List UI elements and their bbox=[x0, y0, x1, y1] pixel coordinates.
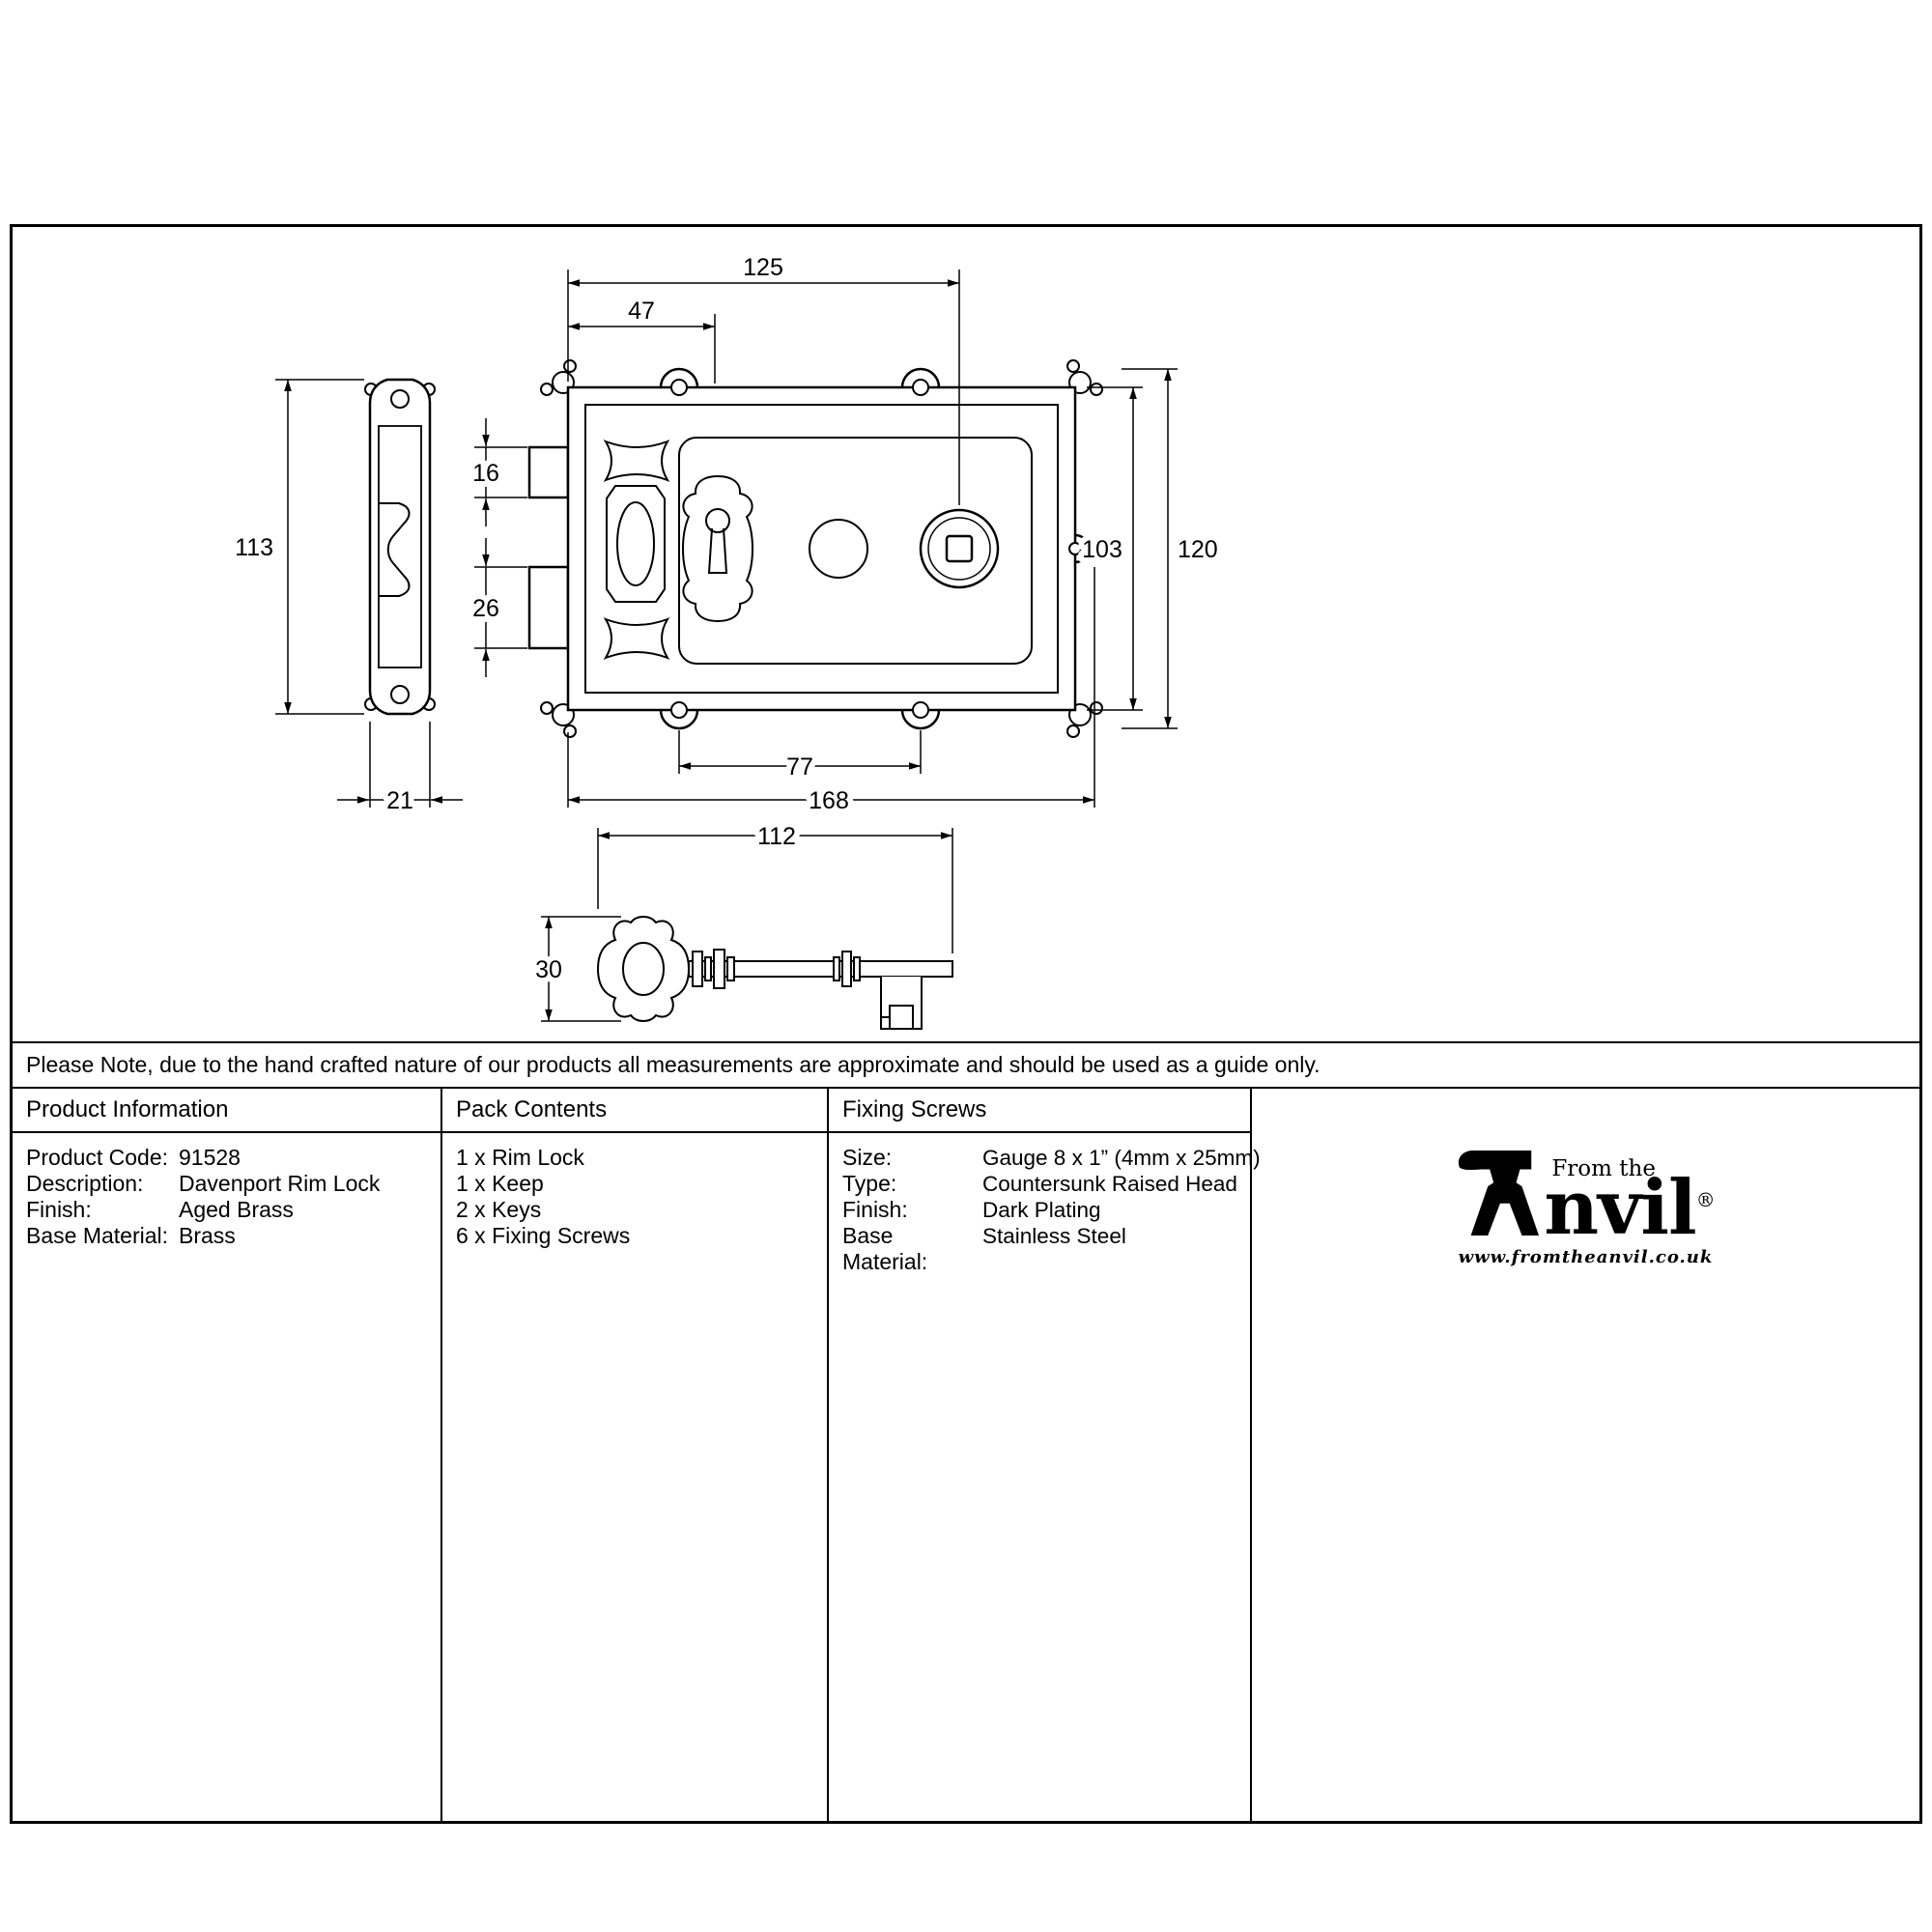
from-the-text: From the bbox=[1551, 1156, 1656, 1182]
table-row: Type: Countersunk Raised Head bbox=[842, 1171, 1237, 1197]
table-row: Size: Gauge 8 x 1” (4mm x 25mm) bbox=[842, 1145, 1261, 1171]
pack-item: 6 x Fixing Screws bbox=[456, 1223, 631, 1248]
pack-contents-header: Pack Contents bbox=[442, 1089, 827, 1133]
pack-item: 1 x Rim Lock bbox=[456, 1145, 584, 1170]
note-text: Please Note, due to the hand crafted nat… bbox=[26, 1052, 1321, 1077]
brand-logo: From the nvil® bbox=[1456, 1145, 1716, 1253]
key-collars bbox=[692, 949, 861, 989]
row-value: Gauge 8 x 1” (4mm x 25mm) bbox=[982, 1146, 1261, 1170]
table-row: Description: Davenport Rim Lock bbox=[26, 1171, 427, 1197]
row-label: Product Code: bbox=[26, 1145, 169, 1170]
key-bow bbox=[596, 916, 691, 1022]
spindle-boss bbox=[919, 508, 1000, 589]
dim-120: 120 bbox=[1178, 536, 1218, 563]
row-value: Countersunk Raised Head bbox=[982, 1172, 1237, 1196]
dimension-labels: 125 47 16 26 113 21 103 120 77 168 112 3… bbox=[229, 248, 1224, 989]
fixing-screws-header: Fixing Screws bbox=[829, 1089, 1250, 1133]
ornament-column bbox=[603, 440, 670, 660]
dim-103: 103 bbox=[1082, 536, 1122, 563]
row-value: Stainless Steel bbox=[982, 1224, 1126, 1248]
latch-bolt-large bbox=[527, 565, 570, 650]
row-label: Base Material: bbox=[842, 1223, 928, 1274]
table-row: Finish: Aged Brass bbox=[26, 1197, 427, 1223]
fixing-screws-column: Fixing Screws Size: Gauge 8 x 1” (4mm x … bbox=[829, 1089, 1261, 1821]
dim-113: 113 bbox=[235, 534, 273, 561]
row-label: Finish: bbox=[842, 1197, 908, 1222]
key-view bbox=[596, 916, 953, 1030]
product-information-column: Product Information Product Code: 91528 … bbox=[13, 1089, 442, 1821]
keep-view bbox=[364, 378, 436, 716]
table-row: Finish: Dark Plating bbox=[842, 1197, 1236, 1223]
table-row: Base Material: Brass bbox=[26, 1223, 427, 1249]
pack-item: 1 x Keep bbox=[456, 1171, 544, 1196]
spindle-square-hole bbox=[945, 534, 974, 563]
latch-bolt-small bbox=[527, 445, 570, 499]
row-value: Davenport Rim Lock bbox=[179, 1171, 381, 1196]
row-label: Size: bbox=[842, 1145, 893, 1170]
key-shaft bbox=[688, 960, 953, 978]
product-information-header: Product Information bbox=[13, 1089, 440, 1133]
dim-77: 77 bbox=[786, 753, 813, 781]
brand-name-text: nvil® bbox=[1544, 1164, 1716, 1253]
product-information-body: Product Code: 91528 Description: Davenpo… bbox=[13, 1133, 440, 1261]
row-value: Brass bbox=[179, 1223, 236, 1248]
dim-112: 112 bbox=[757, 823, 796, 850]
anvil-a-icon bbox=[1459, 1150, 1540, 1236]
dimension-annotations bbox=[275, 270, 1178, 1022]
technical-drawing: 125 47 16 26 113 21 103 120 77 168 112 3… bbox=[229, 248, 1224, 1030]
datasheet-frame: 125 47 16 26 113 21 103 120 77 168 112 3… bbox=[10, 224, 1922, 1824]
pack-item: 2 x Keys bbox=[456, 1197, 542, 1222]
dim-125: 125 bbox=[743, 254, 783, 281]
row-label: Description: bbox=[26, 1171, 144, 1196]
pack-contents-body: 1 x Rim Lock 1 x Keep 2 x Keys 6 x Fixin… bbox=[442, 1133, 827, 1261]
row-label: Finish: bbox=[26, 1197, 92, 1222]
dim-47: 47 bbox=[628, 298, 655, 325]
table-row: Product Code: 91528 bbox=[26, 1145, 427, 1171]
row-label: Base Material: bbox=[26, 1223, 169, 1248]
keyhole-escutcheon bbox=[682, 474, 753, 623]
pack-contents-column: Pack Contents 1 x Rim Lock 1 x Keep 2 x … bbox=[442, 1089, 829, 1821]
fixing-screws-body: Size: Gauge 8 x 1” (4mm x 25mm) Type: Co… bbox=[829, 1133, 1261, 1287]
technical-drawing-area: 125 47 16 26 113 21 103 120 77 168 112 3… bbox=[13, 227, 1919, 1041]
screw-holes bbox=[670, 379, 1082, 719]
dim-16: 16 bbox=[472, 460, 499, 487]
spec-table: Product Information Product Code: 91528 … bbox=[13, 1087, 1919, 1821]
row-value: Dark Plating bbox=[982, 1198, 1101, 1222]
dim-30: 30 bbox=[535, 956, 562, 983]
dim-21: 21 bbox=[386, 787, 413, 814]
row-value: Aged Brass bbox=[179, 1197, 294, 1222]
row-value: 91528 bbox=[179, 1145, 241, 1170]
keyhole bbox=[705, 508, 730, 533]
key-bit bbox=[880, 977, 923, 1030]
dim-26: 26 bbox=[472, 595, 499, 622]
brand-url: www.fromtheanvil.co.uk bbox=[1458, 1247, 1714, 1267]
dim-168: 168 bbox=[809, 787, 849, 814]
measurement-note: Please Note, due to the hand crafted nat… bbox=[13, 1041, 1919, 1087]
brand-wordmark: From the nvil® bbox=[1544, 1156, 1716, 1253]
row-label: Type: bbox=[842, 1171, 897, 1196]
table-row: Base Material: Stainless Steel bbox=[842, 1223, 1236, 1275]
knob-hole bbox=[809, 519, 868, 579]
registered-mark: ® bbox=[1695, 1188, 1716, 1212]
brand-logo-column: From the nvil® www.fromtheanvil.co.uk bbox=[1252, 1089, 1919, 1821]
rim-lock-view bbox=[527, 359, 1103, 738]
